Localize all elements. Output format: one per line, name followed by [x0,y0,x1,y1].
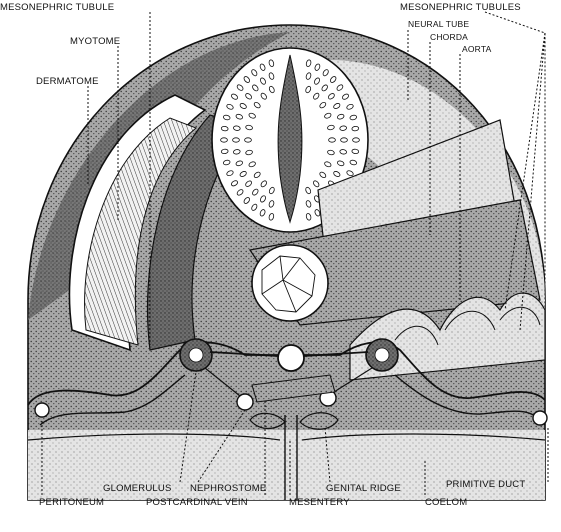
neural-cell [352,149,359,154]
neural-cell [353,138,360,142]
neural-cell [221,138,228,142]
label-chorda: CHORDA [430,32,468,42]
label-genital-ridge: GENITAL RIDGE [326,483,401,494]
label-neural-tube: NEURAL TUBE [408,19,469,29]
label-postcardinal-vein: POSTCARDINAL VEIN [146,497,248,508]
neural-cell [221,149,228,154]
label-mesonephric-tubule: MESONEPHRIC TUBULE [0,2,114,13]
label-glomerulus: GLOMERULUS [103,483,172,494]
neural-cell [245,138,252,142]
neural-cell [352,126,359,131]
label-coelom: COELOM [425,497,467,508]
label-myotome: MYOTOME [70,36,120,47]
neural-cell [341,138,348,142]
label-dermatome: DERMATOME [36,76,99,87]
neural-cell [221,126,228,131]
label-nephrostome: NEPHROSTOME [190,483,266,494]
label-mesonephric-tubules: MESONEPHRIC TUBULES [400,2,521,13]
neural-cell [329,138,336,142]
label-peritoneum: PERITONEUM [39,497,104,508]
label-mesentery: MESENTERY [289,497,350,508]
label-primitive-duct: PRIMITIVE DUCT [446,479,525,490]
label-aorta: AORTA [462,44,492,54]
neural-cell [233,138,240,142]
